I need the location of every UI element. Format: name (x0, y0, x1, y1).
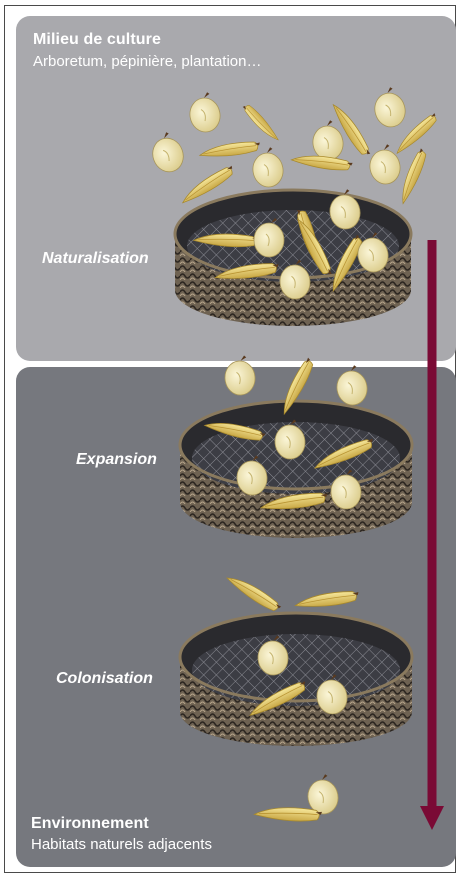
stage-label-naturalisation: Naturalisation (42, 250, 149, 268)
environment-subtitle: Habitats naturels adjacents (31, 836, 212, 853)
dispersal-arrow (420, 240, 444, 830)
cultivation-subtitle: Arboretum, pépinière, plantation… (33, 53, 261, 70)
stage-label-expansion: Expansion (76, 451, 157, 469)
basket-expansion (180, 401, 412, 538)
stage-label-colonisation: Colonisation (56, 670, 153, 688)
environment-title: Environnement (31, 815, 149, 833)
basket-colonisation (180, 613, 412, 746)
cultivation-title: Milieu de culture (33, 31, 161, 49)
